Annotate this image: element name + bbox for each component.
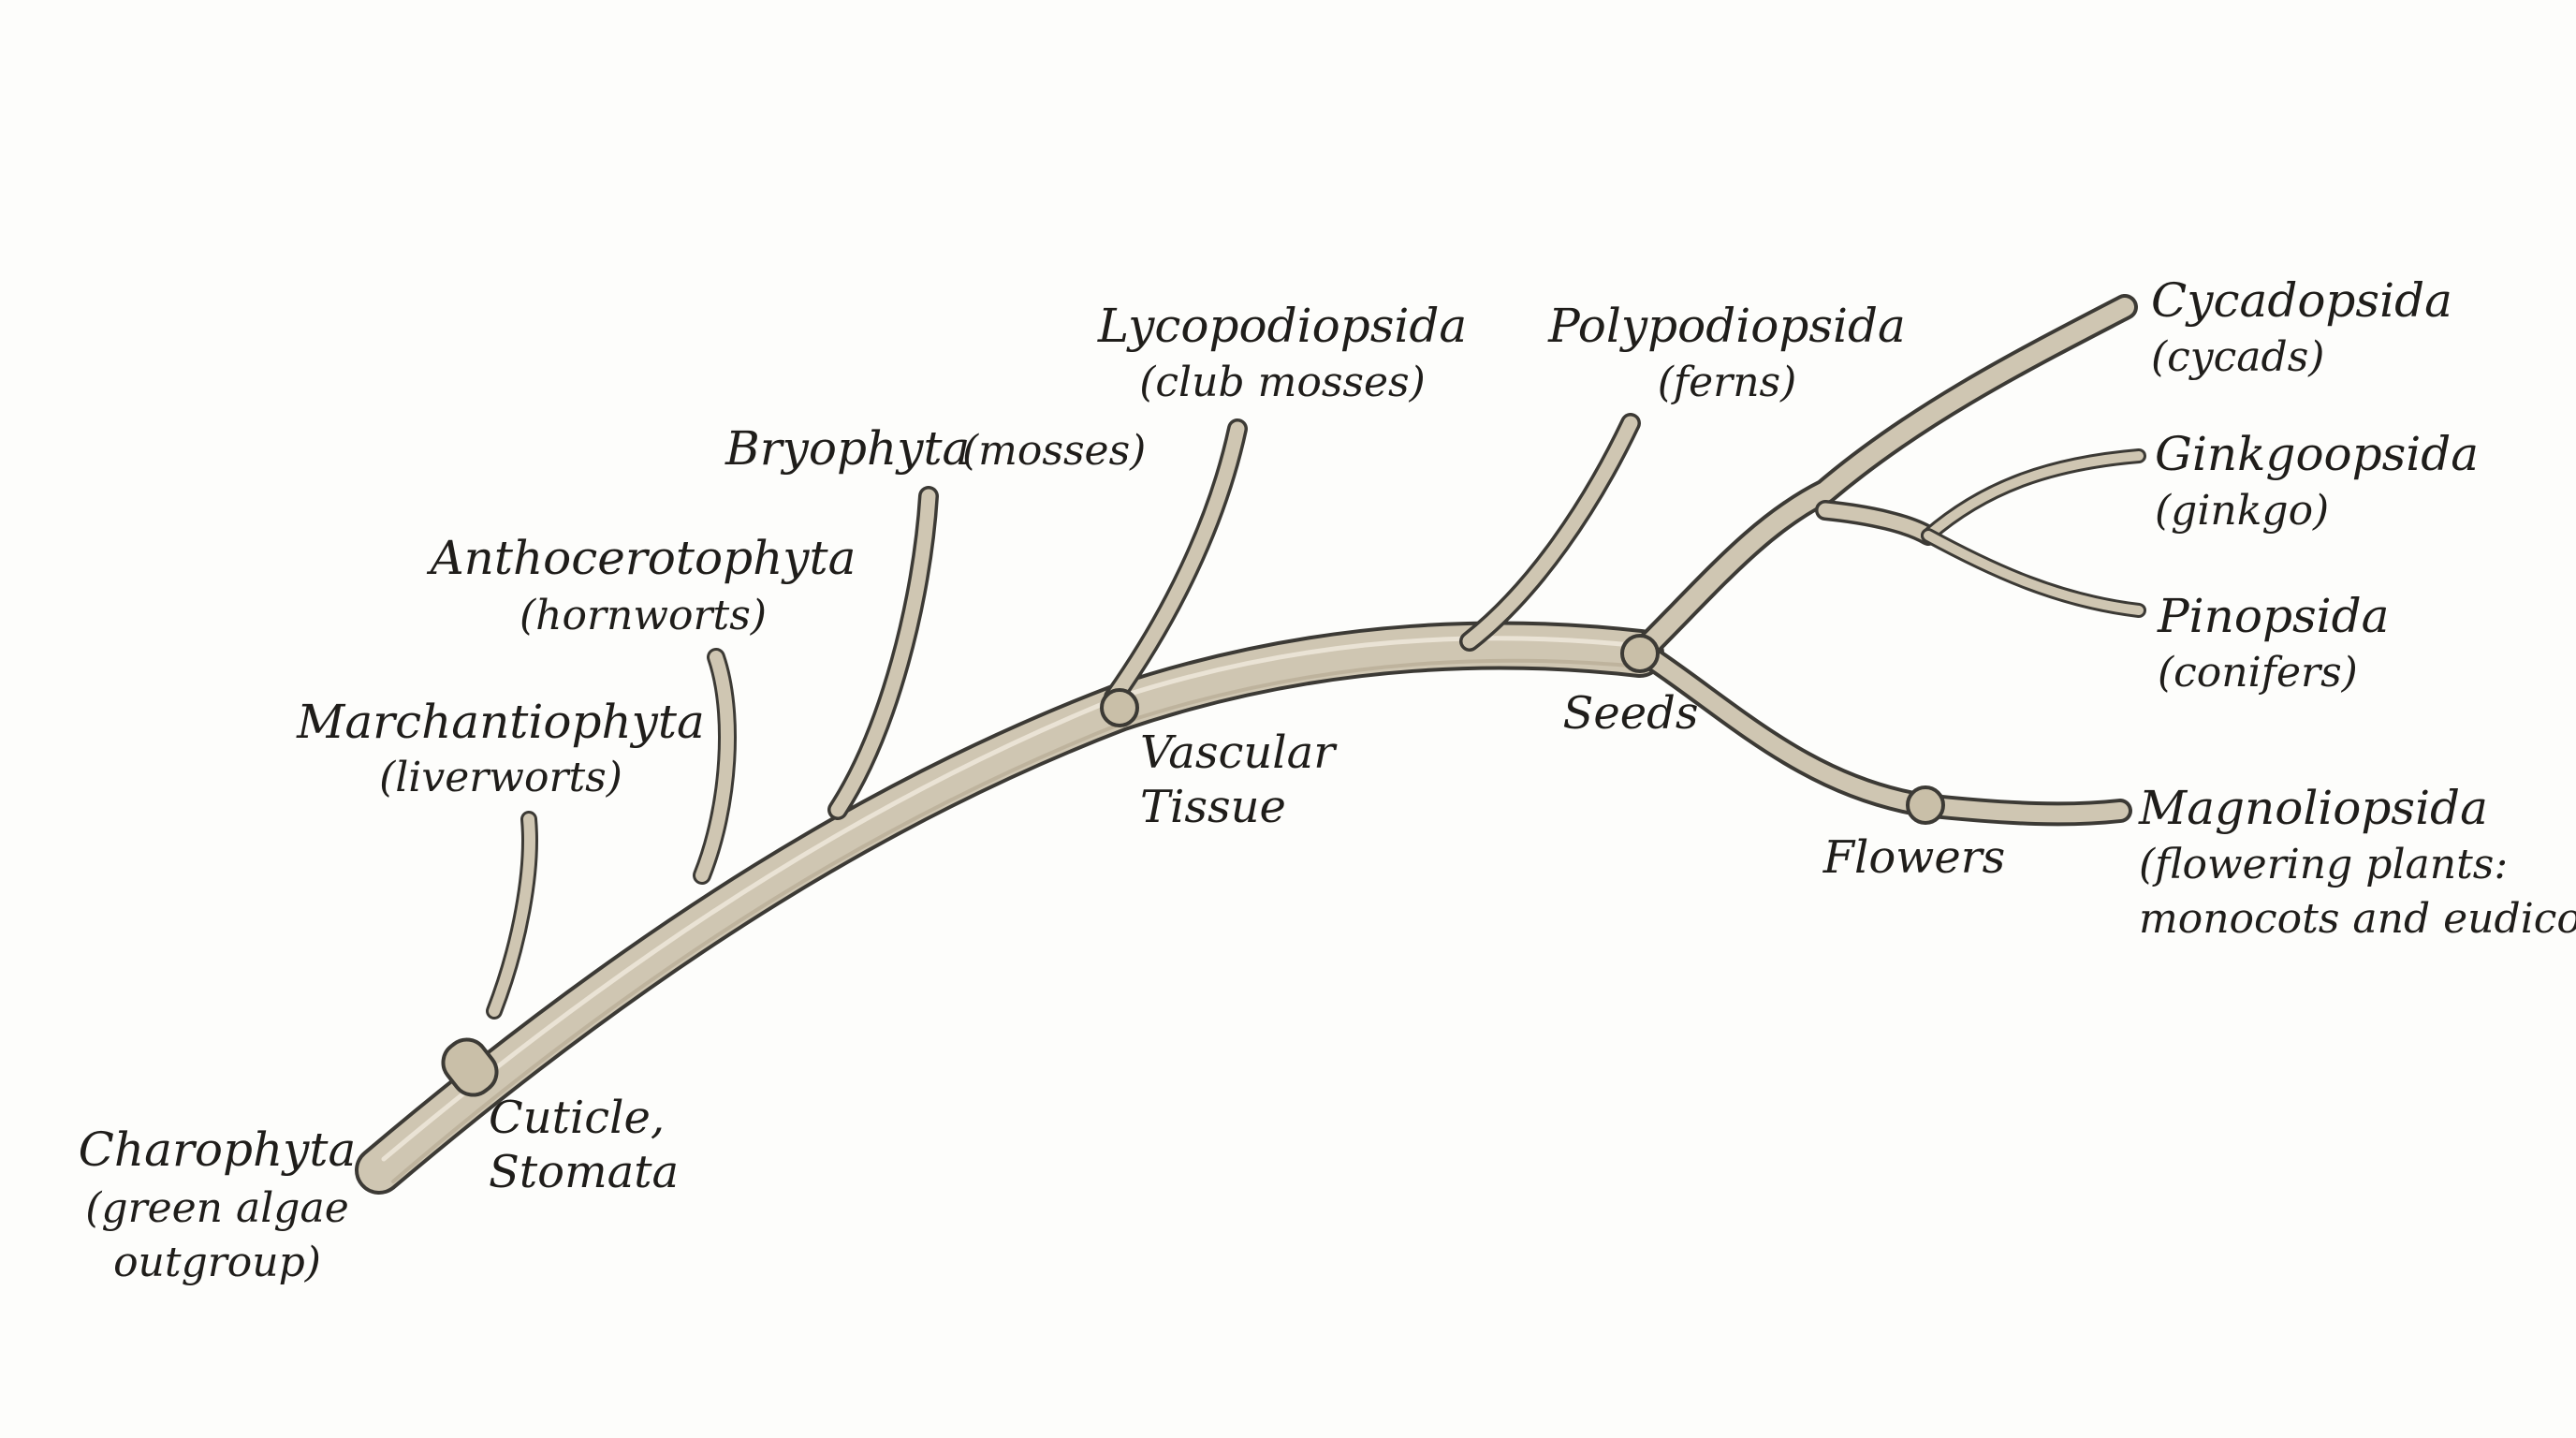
label-trait-stomata: Stomata xyxy=(489,1146,679,1198)
branch-gymnosperms xyxy=(1630,294,2138,664)
label-lycopodiopsida-common: (club mosses) xyxy=(1139,359,1426,406)
branch-hornworts xyxy=(693,648,737,885)
label-bryophyta-common: (mosses) xyxy=(962,427,1146,475)
label-marchantiophyta: Marchantiophyta xyxy=(296,695,705,749)
marker-flowers xyxy=(1906,785,1945,825)
label-trait-cuticle: Cuticle, xyxy=(489,1092,665,1144)
label-charophyta: Charophyta xyxy=(79,1123,357,1177)
label-trait-tissue: Tissue xyxy=(1140,781,1286,833)
marker-cuticle-stomata xyxy=(441,1037,499,1097)
label-polypodiopsida-common: (ferns) xyxy=(1658,359,1797,406)
label-charophyta-common-2: outgroup) xyxy=(113,1239,321,1286)
label-magnoliopsida-common-1: (flowering plants: xyxy=(2139,841,2508,888)
trait-labels: Cuticle, Stomata Vascular Tissue Seeds F… xyxy=(489,687,2005,1198)
label-anthocerotophyta-common: (hornworts) xyxy=(520,592,767,639)
marker-vascular-tissue xyxy=(1100,688,1139,727)
label-trait-seeds: Seeds xyxy=(1562,687,1698,740)
branch-ginkgo-conifers xyxy=(1815,448,2146,618)
label-magnoliopsida-common-2: monocots and eudicots) xyxy=(2139,895,2576,943)
branch-ferns xyxy=(1459,413,1641,652)
label-charophyta-common-1: (green algae xyxy=(85,1184,349,1232)
label-cycadopsida: Cycadopsida xyxy=(2151,273,2452,328)
label-ginkgoopsida: Ginkgoopsida xyxy=(2155,427,2479,481)
taxon-labels: Charophyta (green algae outgroup) Marcha… xyxy=(79,273,2576,1286)
branch-liverworts xyxy=(486,811,538,1020)
branch-mosses xyxy=(827,486,939,820)
label-polypodiopsida: Polypodiopsida xyxy=(1547,299,1906,353)
label-ginkgoopsida-common: (ginkgo) xyxy=(2155,487,2329,535)
label-magnoliopsida: Magnoliopsida xyxy=(2138,781,2488,835)
branch-club-mosses xyxy=(1104,418,1248,708)
label-marchantiophyta-common: (liverworts) xyxy=(379,754,622,801)
label-pinopsida-common: (conifers) xyxy=(2158,649,2358,697)
label-pinopsida: Pinopsida xyxy=(2157,589,2389,643)
label-cycadopsida-common: (cycads) xyxy=(2151,333,2324,381)
branch-flowering-plants xyxy=(1635,643,2132,827)
marker-seeds xyxy=(1620,634,1660,673)
label-anthocerotophyta: Anthocerotophyta xyxy=(427,531,856,585)
label-bryophyta: Bryophyta xyxy=(724,421,970,476)
label-lycopodiopsida: Lycopodiopsida xyxy=(1097,299,1467,353)
label-trait-vascular: Vascular xyxy=(1140,726,1338,779)
trait-markers xyxy=(441,634,1945,1097)
label-trait-flowers: Flowers xyxy=(1822,831,2006,884)
tree-branches xyxy=(355,294,2146,1195)
